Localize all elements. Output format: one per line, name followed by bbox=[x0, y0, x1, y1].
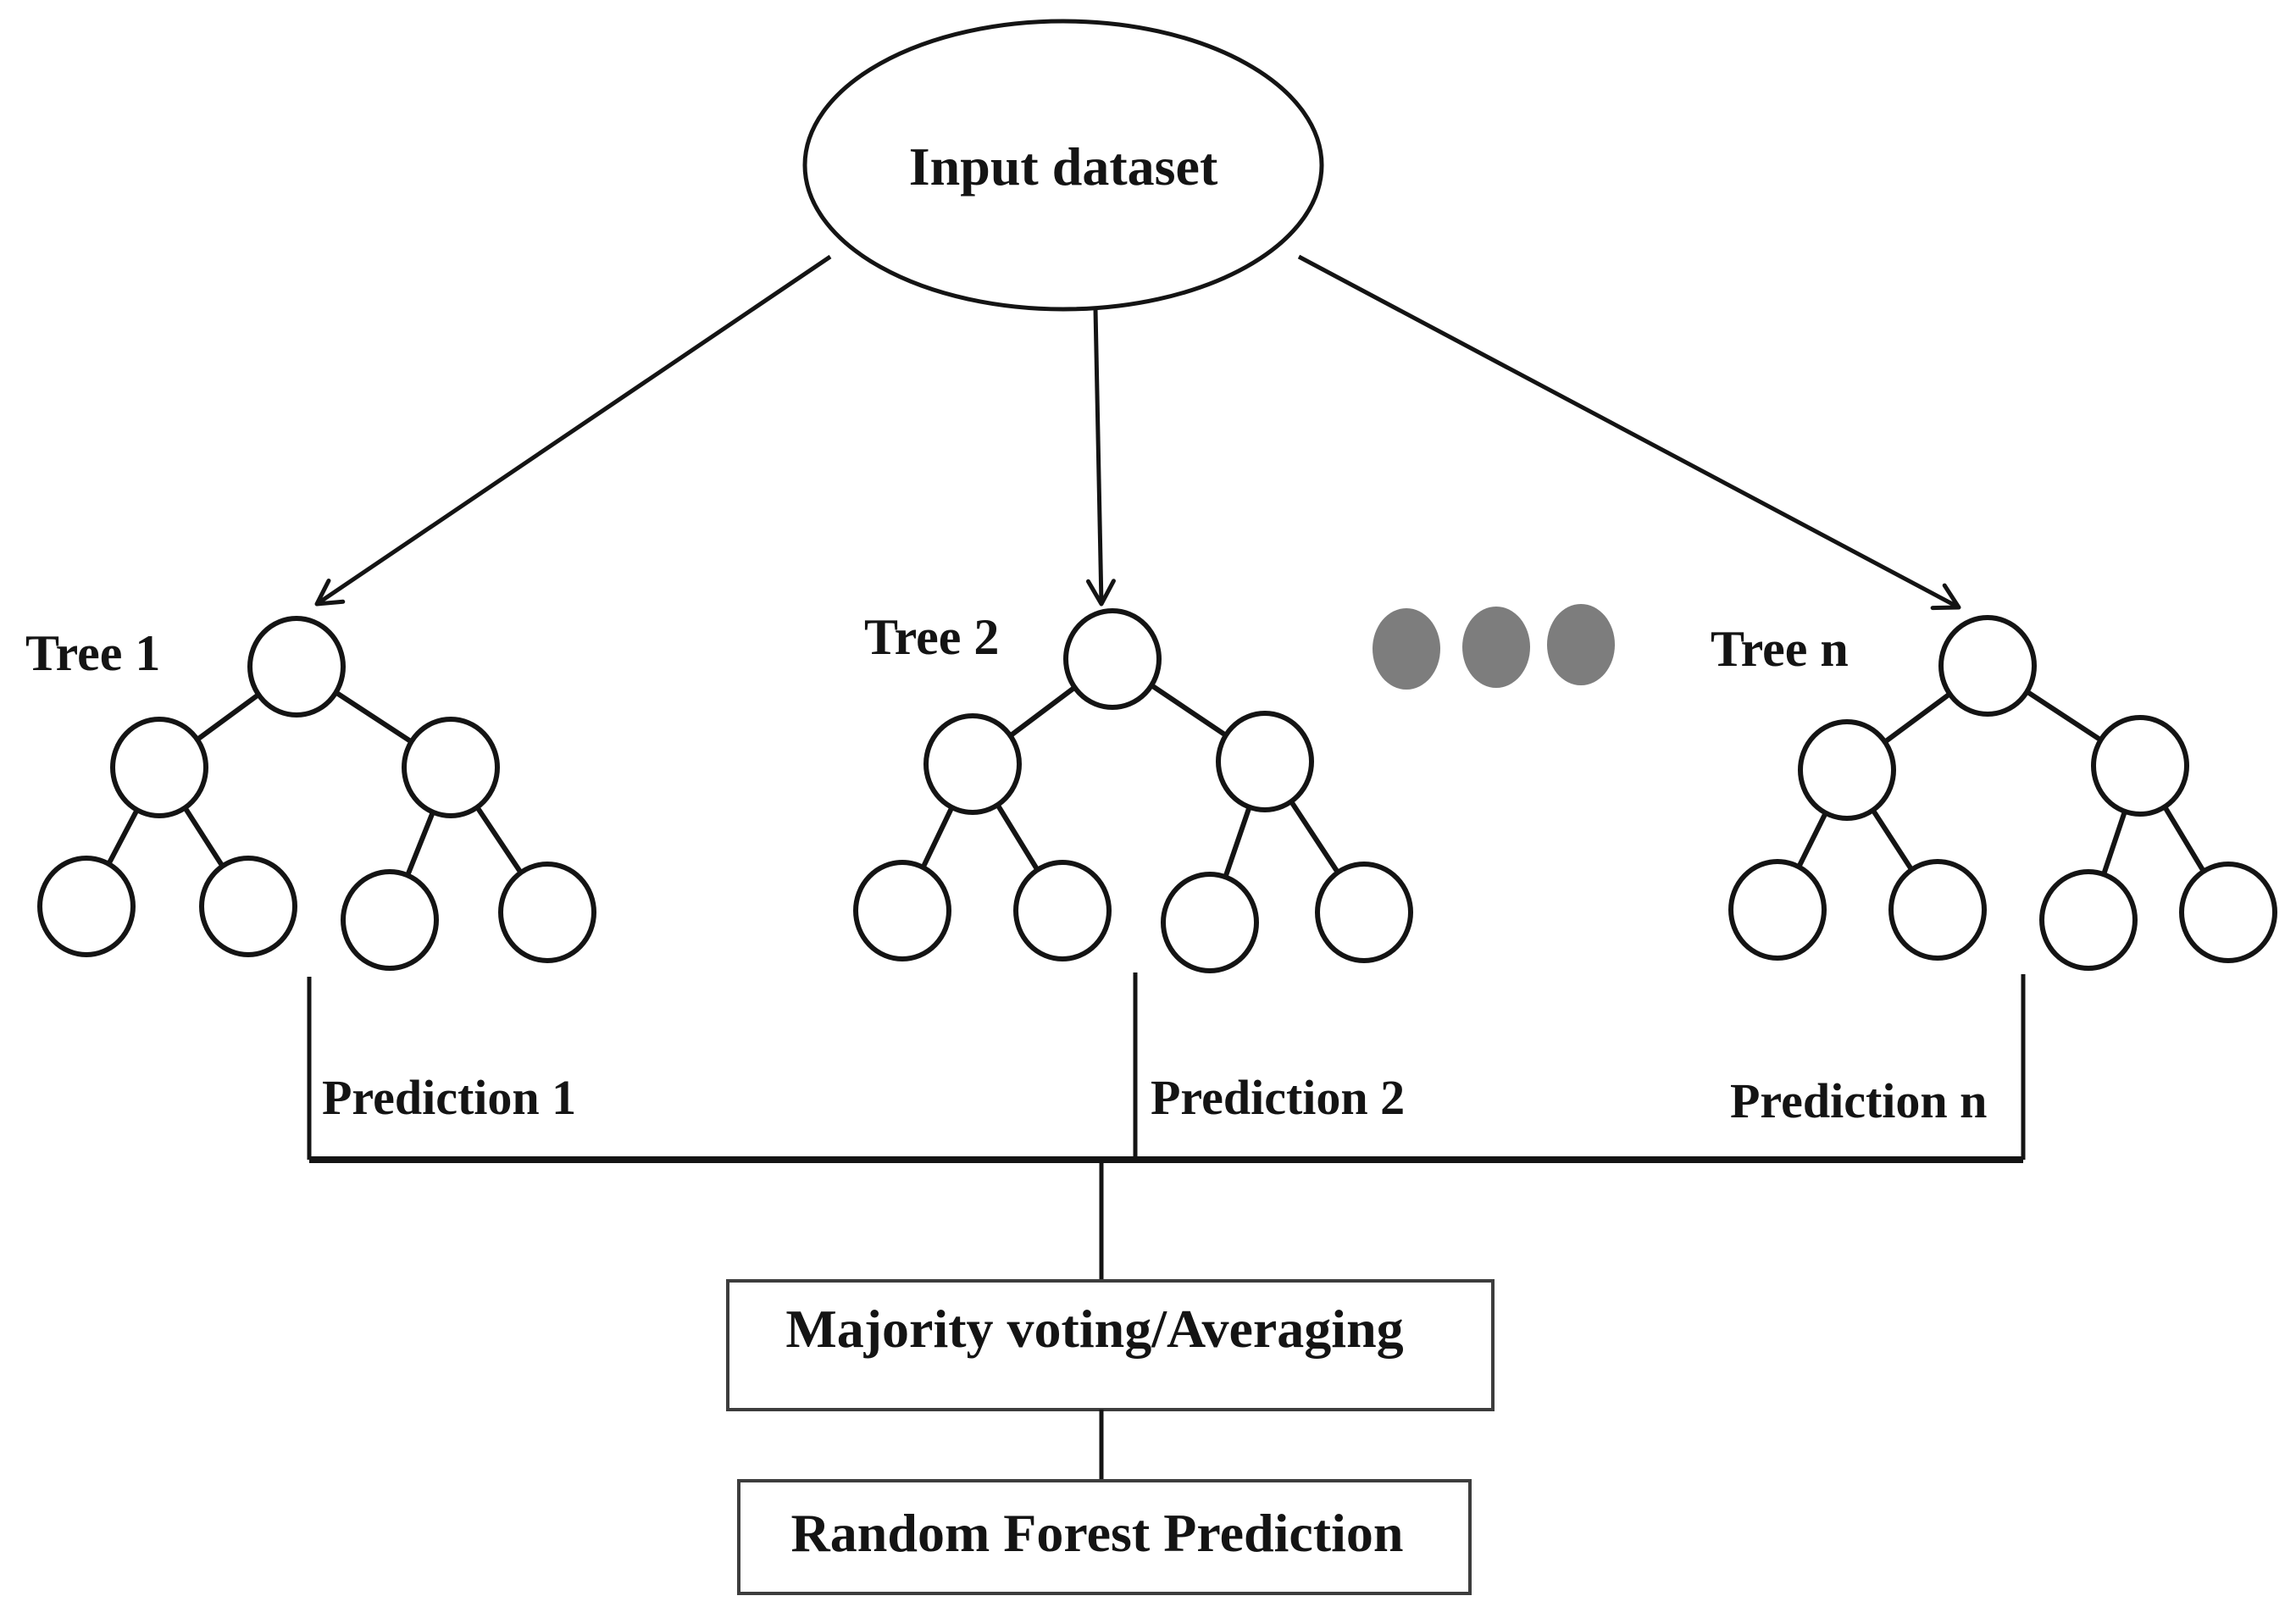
tree-1-label: Tree 1 bbox=[25, 625, 160, 681]
tree-3-node bbox=[2179, 862, 2277, 963]
arrow-to-tree-3 bbox=[1297, 254, 1961, 611]
tree-3-node bbox=[1728, 859, 1827, 961]
tree-1-node bbox=[37, 856, 136, 957]
random-forest-prediction-label: Random Forest Prediction bbox=[791, 1503, 1404, 1563]
tree-1-node bbox=[247, 616, 346, 718]
tree-2: Tree 2 bbox=[853, 608, 1413, 1160]
input-dataset-ellipse bbox=[802, 19, 1324, 312]
tree-1-node bbox=[402, 717, 500, 818]
tree-2-node bbox=[1161, 872, 1259, 973]
tree-1-node bbox=[498, 862, 596, 963]
ellipsis-dot bbox=[1462, 607, 1530, 688]
tree-3: Tree n bbox=[1711, 615, 2277, 1160]
tree-3-node bbox=[1798, 719, 1896, 821]
tree-2-node bbox=[853, 860, 951, 961]
random-forest-prediction-box bbox=[737, 1479, 1472, 1595]
arrow-to-tree-2 bbox=[1085, 308, 1116, 607]
tree-3-label: Tree n bbox=[1711, 621, 1849, 677]
tree-1-node bbox=[110, 717, 208, 818]
ellipsis-dot bbox=[1547, 604, 1615, 685]
tree-3-node bbox=[1938, 615, 2037, 717]
tree-2-node bbox=[1216, 711, 1314, 812]
tree-2-node bbox=[1063, 608, 1162, 710]
tree-1: Tree 1 bbox=[25, 616, 596, 1160]
tree-3-node bbox=[1888, 859, 1987, 961]
prediction-3-label: Prediction n bbox=[1730, 1073, 1987, 1128]
majority-voting-label: Majority voting/Averaging bbox=[785, 1299, 1403, 1359]
arrow-to-tree-1 bbox=[314, 254, 832, 607]
tree-2-label: Tree 2 bbox=[864, 609, 999, 665]
prediction-2-label: Prediction 2 bbox=[1151, 1070, 1405, 1125]
tree-3-node bbox=[2039, 869, 2138, 971]
input-dataset-label: Input dataset bbox=[909, 136, 1218, 197]
tree-2-node bbox=[1315, 862, 1413, 963]
tree-1-node bbox=[341, 869, 439, 971]
majority-voting-box bbox=[726, 1279, 1495, 1411]
ellipsis-dot bbox=[1373, 608, 1440, 690]
tree-2-node bbox=[1013, 860, 1112, 961]
tree-3-node bbox=[2091, 715, 2189, 817]
tree-1-node bbox=[199, 856, 297, 957]
prediction-1-label: Prediction 1 bbox=[322, 1070, 576, 1125]
tree-2-node bbox=[923, 713, 1022, 815]
